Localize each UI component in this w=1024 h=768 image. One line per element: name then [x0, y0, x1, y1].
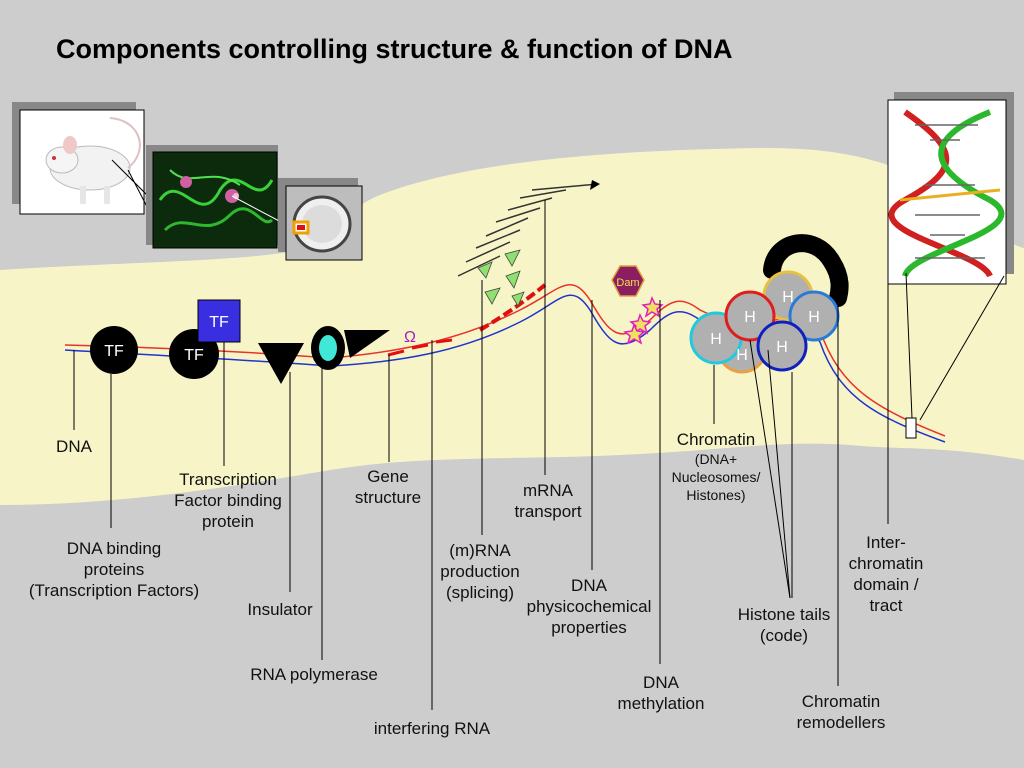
label-dna-methylation: DNA methylation — [617, 673, 705, 713]
nucleus-image — [278, 178, 363, 261]
label-rna-polymerase: RNA polymerase — [250, 665, 378, 684]
label-mrna-transport: mRNA transport — [514, 481, 582, 521]
label-mrna-production: (m)RNA production (splicing) — [440, 541, 520, 602]
svg-text:H: H — [776, 339, 788, 356]
tf-protein-1[interactable] — [90, 326, 138, 374]
mouse-image — [12, 102, 145, 215]
label-dna: DNA — [56, 437, 92, 456]
nucleosome-cluster[interactable] — [689, 270, 840, 374]
dam-methylase[interactable] — [611, 265, 645, 297]
svg-text:TF: TF — [184, 347, 204, 364]
svg-text:TF: TF — [104, 343, 124, 360]
inter-chromatin-box — [905, 417, 917, 439]
label-histone-tails: Histone tails (code) — [737, 605, 831, 645]
cell-fluorescence-image — [146, 145, 278, 249]
svg-text:H: H — [736, 347, 748, 364]
mrna-segment — [478, 283, 547, 332]
leader-lines — [73, 200, 889, 710]
svg-text:Dam: Dam — [616, 277, 639, 289]
page-title: Components controlling structure & funct… — [56, 34, 733, 64]
svg-text:H: H — [710, 331, 722, 348]
omega-glyph: Ω — [404, 329, 416, 346]
svg-text:H: H — [744, 309, 756, 326]
tf-binding-box[interactable] — [197, 299, 241, 343]
label-dna-physicochemical: DNA physicochemical properties — [526, 576, 652, 637]
label-interfering-rna: interfering RNA — [373, 719, 491, 738]
chromatin-remodeller-shape[interactable] — [763, 234, 849, 307]
label-chromatin-remodellers: Chromatin remodellers — [796, 692, 886, 732]
label-insulator: Insulator — [247, 600, 313, 619]
dna-strand-blue — [64, 294, 946, 443]
dna-helix-image — [887, 92, 1014, 285]
label-dna-binding-proteins: DNA binding proteins (Transcription Fact… — [28, 539, 200, 600]
rna-polymerase-core — [319, 335, 337, 361]
label-chromatin-sub: (DNA+ Nucleosomes/ Histones) — [671, 451, 761, 503]
svg-text:TF: TF — [209, 314, 229, 331]
gene-structure-marker — [387, 338, 453, 357]
label-gene-structure: Gene structure — [354, 467, 422, 507]
interfering-rna-arrows — [477, 249, 525, 307]
label-tf-binding-protein: Transcription Factor binding protein — [174, 470, 282, 531]
label-chromatin: Chromatin — [676, 430, 756, 449]
insulator-triangle[interactable] — [258, 343, 304, 384]
rna-polymerase-wedge — [344, 330, 390, 358]
label-inter-chromatin: Inter- chromatin domain / tract — [848, 533, 924, 615]
methylation-stars — [623, 296, 664, 345]
svg-text:H: H — [782, 289, 794, 306]
svg-text:H: H — [808, 309, 820, 326]
